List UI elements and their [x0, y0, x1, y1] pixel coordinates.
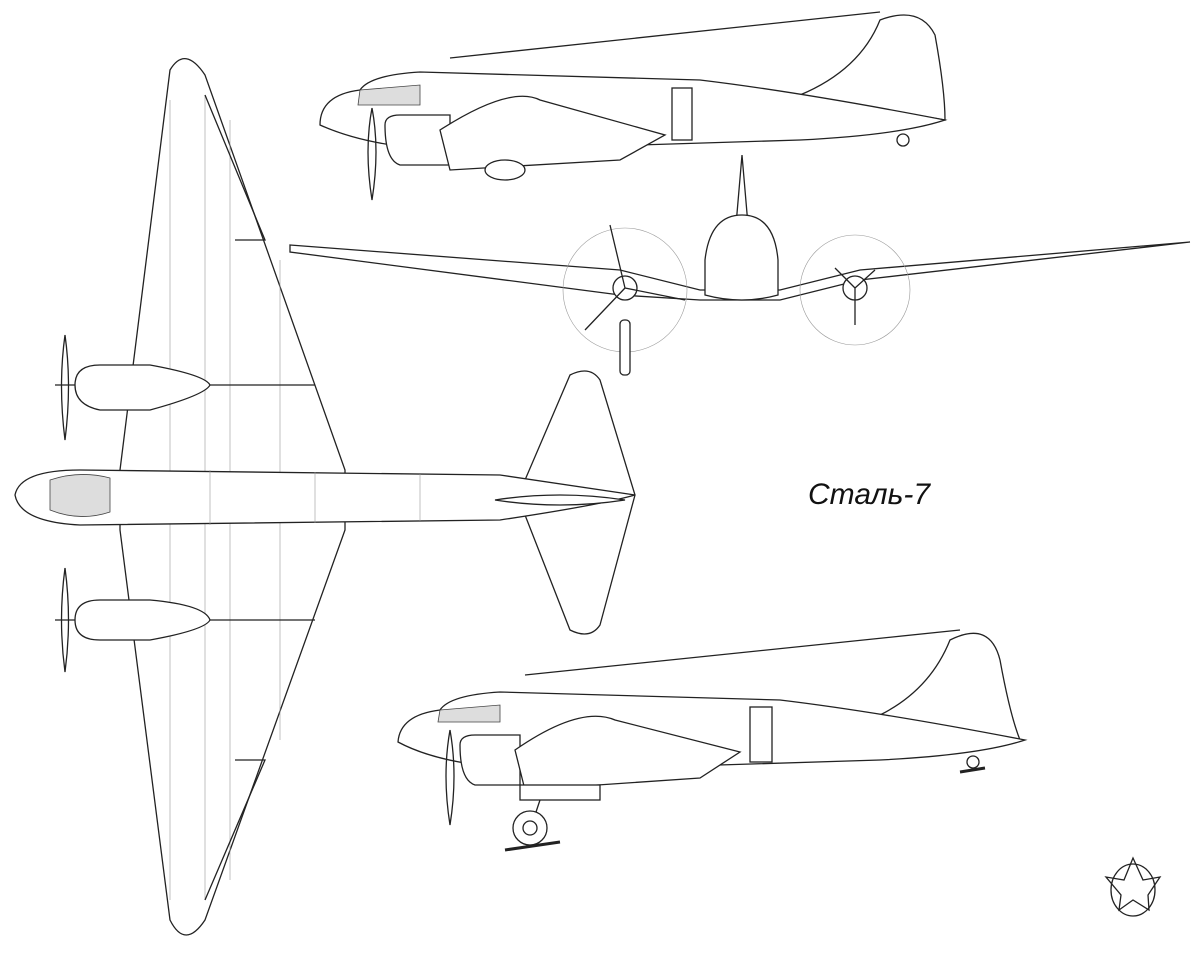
plan-view — [14, 58, 636, 936]
propeller-lower — [55, 567, 75, 673]
side-view-upper — [319, 11, 948, 201]
side-view-lower — [397, 629, 1028, 852]
plan-fuselage — [14, 469, 636, 526]
red-star-emblem — [1104, 856, 1162, 917]
front-view — [289, 154, 1191, 376]
propeller-upper — [55, 334, 75, 441]
aircraft-title: Сталь-7 — [808, 478, 931, 511]
